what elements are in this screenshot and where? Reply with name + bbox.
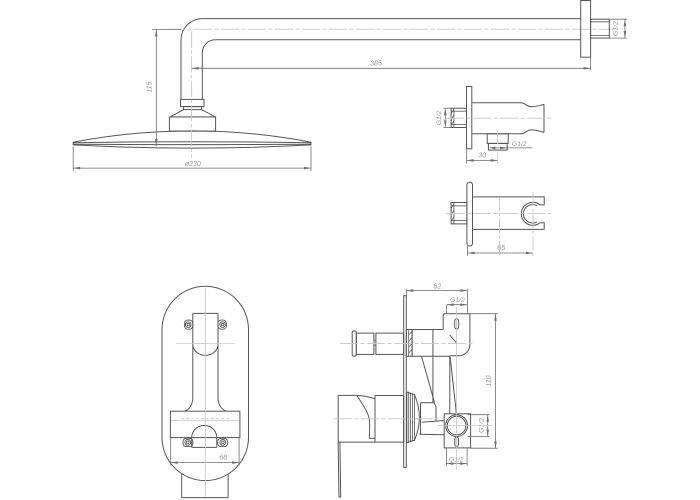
svg-text:110: 110 (486, 375, 493, 386)
svg-text:68: 68 (219, 455, 227, 462)
svg-text:385: 385 (370, 60, 382, 67)
svg-text:65: 65 (497, 245, 505, 252)
svg-text:G1/2: G1/2 (512, 141, 527, 148)
svg-text:G1/2: G1/2 (613, 21, 620, 36)
svg-text:G1/2: G1/2 (436, 110, 443, 125)
svg-text:G1/2: G1/2 (450, 297, 465, 304)
svg-text:115: 115 (147, 82, 154, 93)
svg-text:30: 30 (478, 152, 486, 159)
svg-text:62: 62 (433, 283, 441, 290)
svg-text:ø230: ø230 (185, 161, 201, 168)
